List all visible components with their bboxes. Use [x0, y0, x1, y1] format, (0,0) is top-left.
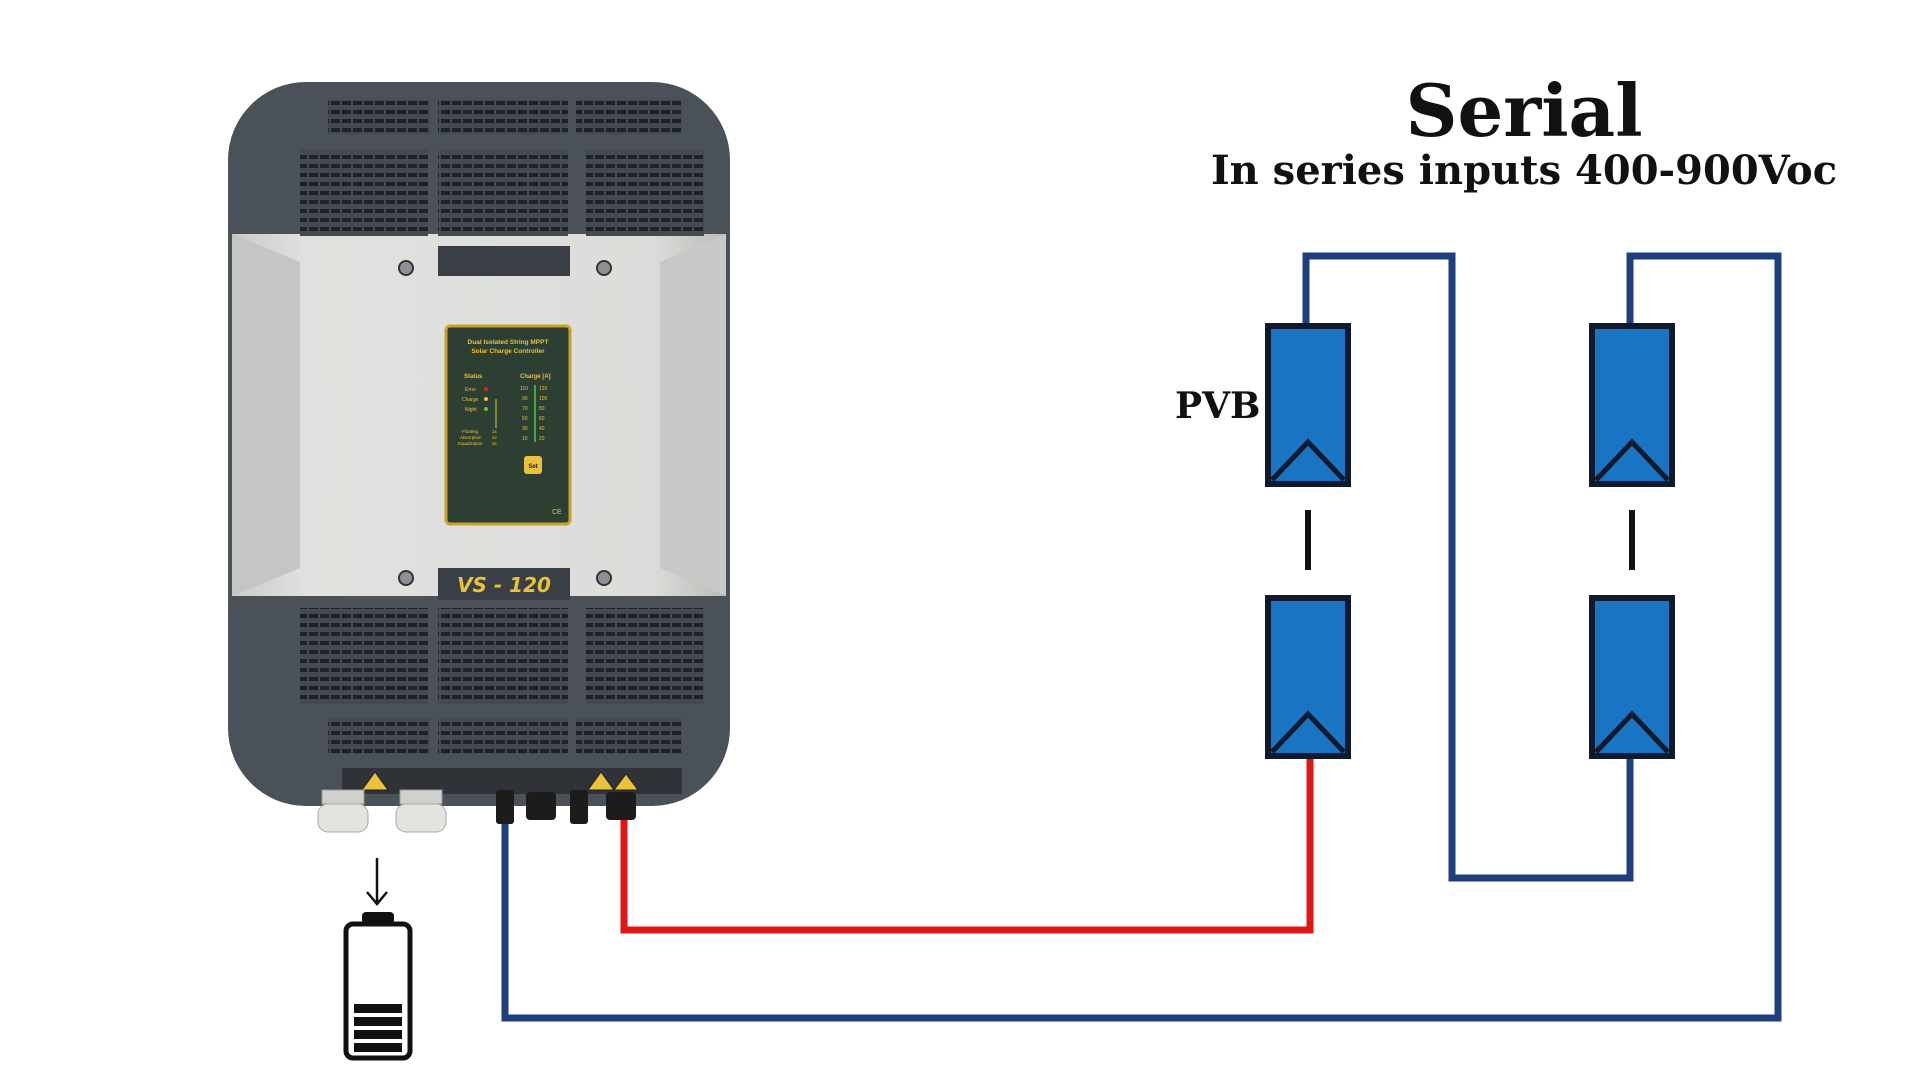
solar-panel-icon — [1589, 595, 1675, 759]
vent-grille — [300, 150, 428, 236]
pv-string-label: PVB — [1175, 385, 1260, 427]
night-led — [484, 407, 488, 411]
vent-grille — [576, 100, 682, 134]
positive-wire — [620, 757, 1314, 934]
vent-grille — [586, 608, 704, 704]
wiring — [501, 252, 1782, 1022]
charge-controller: Dual Isolated String MPPT Solar Charge C… — [228, 82, 730, 806]
model-name: VS - 120 — [457, 573, 551, 597]
set-button-label: Set — [528, 464, 537, 470]
status-error: Error — [465, 387, 476, 393]
vent-grille — [328, 100, 430, 134]
vent-grille — [438, 100, 568, 134]
charge-header: Charge [A] — [520, 374, 551, 380]
ce-mark: CE — [552, 509, 562, 516]
charge-level-100: 100 — [539, 396, 548, 402]
charge-level-20: 20 — [539, 436, 545, 442]
mode-absorption-time: 2x — [492, 435, 498, 440]
vent-grille — [438, 608, 568, 704]
screw-icon — [398, 260, 414, 276]
panel-title-1: Dual Isolated String MPPT — [468, 339, 549, 346]
panel-title-2: Solar Charge Controller — [471, 348, 545, 355]
mode-equalization-time: 3x — [492, 441, 498, 446]
solar-panel-icon — [1265, 323, 1351, 487]
vent-grille — [328, 718, 430, 754]
mc4-connector — [570, 790, 588, 824]
vent-grille — [576, 718, 682, 754]
charge-level-50: 50 — [522, 416, 528, 422]
set-button[interactable] — [524, 456, 542, 474]
charge-level-40: 40 — [539, 426, 545, 432]
mode-equalization: Equalization — [458, 441, 483, 446]
mc4-connector — [496, 790, 514, 824]
mc4-connector — [526, 792, 556, 820]
vent-grille — [300, 608, 428, 704]
solar-panel-icon — [1265, 595, 1351, 759]
charge-level-70: 70 — [522, 406, 528, 412]
cable-gland — [395, 789, 447, 833]
cable-gland — [317, 789, 369, 833]
charge-level-10: 10 — [522, 436, 528, 442]
charge-level-80: 80 — [539, 406, 545, 412]
vent-grille — [438, 718, 568, 754]
charge-led — [484, 397, 488, 401]
negative-wire-return — [501, 252, 1782, 1022]
diagram-subtitle: In series inputs 400-900Voc — [1211, 147, 1837, 194]
front-control-panel: Dual Isolated String MPPT Solar Charge C… — [444, 324, 572, 526]
solar-panel-icon — [1589, 323, 1675, 487]
charge-level-30: 30 — [522, 426, 528, 432]
vent-grille — [586, 150, 704, 236]
diagram-title: Serial — [1405, 68, 1642, 153]
charge-level-110: 110 — [520, 386, 528, 392]
pv-string-1 — [1265, 323, 1351, 759]
status-header: Status — [464, 374, 483, 380]
mc4-connector — [606, 792, 636, 820]
warning-icon — [613, 773, 639, 791]
arrow-down-icon — [366, 858, 388, 906]
screw-icon — [596, 570, 612, 586]
pv-string-2 — [1589, 323, 1675, 759]
screw-icon — [596, 260, 612, 276]
screw-icon — [398, 570, 414, 586]
status-charge: Charge — [462, 397, 479, 403]
battery-icon — [343, 912, 413, 1061]
status-night: Night — [465, 407, 477, 413]
vent-grille — [438, 150, 568, 236]
charge-level-120: 120 — [539, 386, 548, 392]
string-link-wire — [1302, 252, 1634, 882]
mode-floating: Floating — [462, 429, 479, 434]
error-led — [484, 387, 488, 391]
mode-floating-time: 1x — [492, 429, 498, 434]
warning-icon — [587, 771, 615, 791]
warning-icon — [361, 771, 389, 791]
charge-level-90: 90 — [522, 396, 528, 402]
mode-absorption: Absorption — [460, 435, 482, 440]
charge-level-60: 60 — [539, 416, 545, 422]
